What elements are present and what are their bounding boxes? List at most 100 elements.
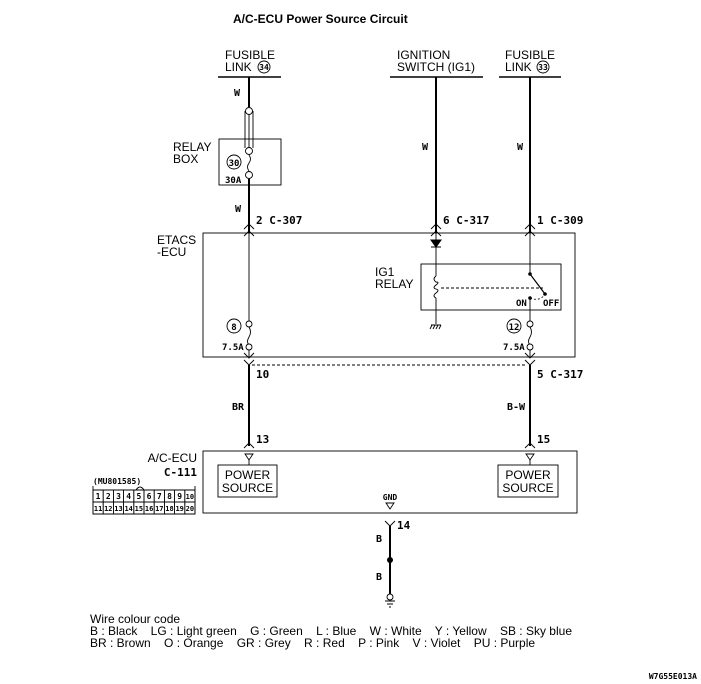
wire-color-label: BR (232, 402, 245, 413)
fuse-30-number-circle (226, 154, 242, 170)
lower-wires: 10 5 C-317 BR 13 B-W 15 (232, 352, 583, 449)
connector-pin-number: 11 (94, 505, 102, 513)
ignition-switch-label-line1: IGNITION (397, 48, 450, 62)
fusible-link-33-label-line1: FUSIBLE (505, 48, 555, 62)
connector-c317-top-symbol (430, 223, 442, 237)
relay-box-label-line2: BOX (173, 152, 198, 166)
left-supply-wire: W RELAY BOX 30 30A W 2 C-307 (173, 77, 302, 237)
diagram-title: A/C-ECU Power Source Circuit (233, 12, 408, 26)
fuse-30-terminal-top (245, 147, 253, 155)
connector-pin-number: 15 (135, 505, 143, 513)
fuse-12-terminal-bottom (526, 343, 534, 351)
connector-pin-number: 2 (106, 492, 111, 501)
connector-c309-symbol (524, 223, 536, 237)
ac-ecu-label: A/C-ECU (148, 451, 197, 465)
wire-color-label: W (235, 204, 242, 215)
connector-c317-top-label: 6 C-317 (443, 214, 489, 227)
legend-row-1: B : Black LG : Light green G : Green L :… (90, 624, 572, 638)
fuse-8-element (247, 326, 251, 346)
fuse-12-rating: 7.5A (503, 343, 525, 353)
fuse-12-element (528, 326, 532, 346)
fuse-8-number-circle (226, 318, 242, 334)
connector-c307-symbol (243, 223, 255, 237)
connector-pin-number: 10 (186, 493, 194, 501)
pin-15-arrow (525, 453, 535, 461)
fuse-30-terminal-bottom (245, 171, 253, 179)
fusible-link-tube (244, 111, 254, 148)
connector-pin-cell (184, 501, 196, 515)
fusible-link-tube-top-terminal (245, 107, 253, 115)
connector-pin-number: 19 (175, 505, 183, 513)
connector-pin-number: 18 (165, 505, 173, 513)
legend-row-2: BR : Brown O : Orange GR : Grey R : Red … (90, 636, 535, 650)
ignition-wire: W 6 C-317 (422, 77, 489, 237)
connector-14-symbol (384, 520, 396, 527)
connector-c317-bottom-label: 5 C-317 (537, 368, 583, 381)
relay-on-label: ON (516, 299, 527, 309)
right-supply-wire: W 1 C-309 (517, 77, 583, 237)
fuse-8-terminal-bottom (245, 343, 253, 351)
ignition-switch: IGNITION SWITCH (IG1) (390, 48, 483, 78)
connector-13-symbol (243, 442, 255, 449)
fusible-link-33-number: 33 (538, 63, 548, 72)
fusible-link-34-label-line1: FUSIBLE (225, 48, 275, 62)
fuse-30-rating: 30A (225, 176, 242, 186)
fuse-30-number: 30 (229, 159, 240, 169)
connector-15-label: 15 (537, 433, 550, 446)
relay-off-label: OFF (543, 299, 559, 309)
connector-10-label: 10 (256, 368, 269, 381)
fusible-link-34-label-line2: LINK (225, 60, 252, 74)
wire-color-label: W (422, 142, 429, 153)
power-source-right-box (497, 464, 559, 498)
ground-icon (385, 600, 395, 608)
etacs-ecu-label-line2: -ECU (157, 245, 186, 259)
connector-pin-number: 6 (147, 492, 152, 501)
wire-color-label: B-W (507, 402, 526, 413)
fuse-8-rating: 7.5A (222, 343, 244, 353)
connector-c307-label: 2 C-307 (256, 214, 302, 227)
fusible-link-34-number-circle (257, 60, 271, 74)
relay-switch-arm (529, 273, 546, 295)
relay-coil-icon (433, 275, 439, 299)
fusible-link-33-label-line2: LINK (505, 60, 532, 74)
connector-14-label: 14 (397, 519, 411, 532)
ac-ecu: A/C-ECU C-111 POWER SOURCE POWER SOURCE … (92, 450, 578, 515)
etacs-ecu-label-line1: ETACS (157, 233, 196, 247)
connector-pin-number: 16 (145, 505, 153, 513)
connector-pin-number: 12 (104, 505, 112, 513)
ground-terminal (386, 593, 394, 601)
ig1-relay-label-line1: IG1 (375, 265, 395, 279)
fuse-12-terminal-top (526, 320, 534, 328)
fusible-link-34-number: 34 (259, 63, 269, 72)
splice-point (387, 557, 393, 563)
connector-pin-number: 5 (136, 492, 141, 501)
fusible-link-33: FUSIBLE LINK 33 (499, 48, 561, 78)
wire-colour-legend: Wire colour code B : Black LG : Light gr… (90, 612, 572, 650)
chassis-ground-icon (429, 324, 442, 330)
ground-wire: 14 B B (376, 519, 411, 608)
power-source-left-line1: POWER (225, 468, 271, 482)
ignition-switch-label-line2: SWITCH (IG1) (397, 60, 475, 74)
wire-color-label: B (376, 572, 382, 583)
wire-color-label: W (517, 142, 524, 153)
connector-latch (92, 486, 196, 491)
figure-code: W7G55E013A (649, 672, 697, 681)
legend-heading: Wire colour code (90, 612, 180, 626)
ac-ecu-box (202, 450, 578, 514)
etacs-ecu: ETACS -ECU 8 7.5A IG1 RELAY ON OFF (157, 232, 576, 358)
pin-13-arrow (244, 453, 254, 461)
etacs-ecu-box (202, 232, 576, 358)
connector-pin-number: 4 (126, 492, 131, 501)
gnd-label: GND (383, 493, 398, 502)
fuse-12-number: 12 (509, 323, 520, 333)
connector-pin-number: 13 (114, 505, 122, 513)
relay-switch-travel (529, 293, 546, 300)
power-source-left-line2: SOURCE (222, 481, 273, 495)
wire-color-label: W (234, 88, 241, 99)
wire-color-label: B (376, 534, 382, 545)
connector-part-number: (MU801585) (93, 477, 141, 486)
connector-pin-number: 8 (167, 492, 172, 501)
